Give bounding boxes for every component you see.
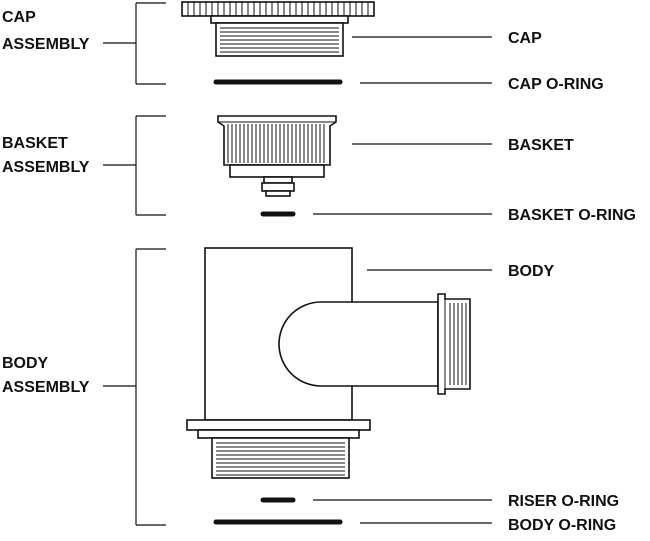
- cap-label: CAP: [508, 30, 542, 47]
- body-label: BODY: [508, 263, 555, 280]
- cap-assembly-label-line1: CAP: [2, 9, 36, 26]
- cap-assembly-bracket: [103, 2, 166, 85]
- basket-assembly-bracket: [103, 115, 166, 216]
- basket-o-ring-label: BASKET O-RING: [508, 207, 636, 224]
- body-assembly-label-line1: BODY: [2, 355, 49, 372]
- cap-o-ring-label: CAP O-RING: [508, 76, 604, 93]
- body-o-ring-label: BODY O-RING: [508, 517, 616, 534]
- basket-assembly-label-line2: ASSEMBLY: [2, 159, 90, 176]
- cap-drawing: [181, 1, 375, 57]
- basket-label: BASKET: [508, 137, 574, 154]
- riser-o-ring-label: RISER O-RING: [508, 493, 619, 510]
- cap-assembly-label-line2: ASSEMBLY: [2, 36, 90, 53]
- body-assembly-bracket: [103, 248, 166, 526]
- basket-drawing: [217, 115, 337, 197]
- basket-assembly-label-line1: BASKET: [2, 135, 68, 152]
- body-assembly-label-line2: ASSEMBLY: [2, 379, 90, 396]
- body-drawing: [186, 247, 471, 479]
